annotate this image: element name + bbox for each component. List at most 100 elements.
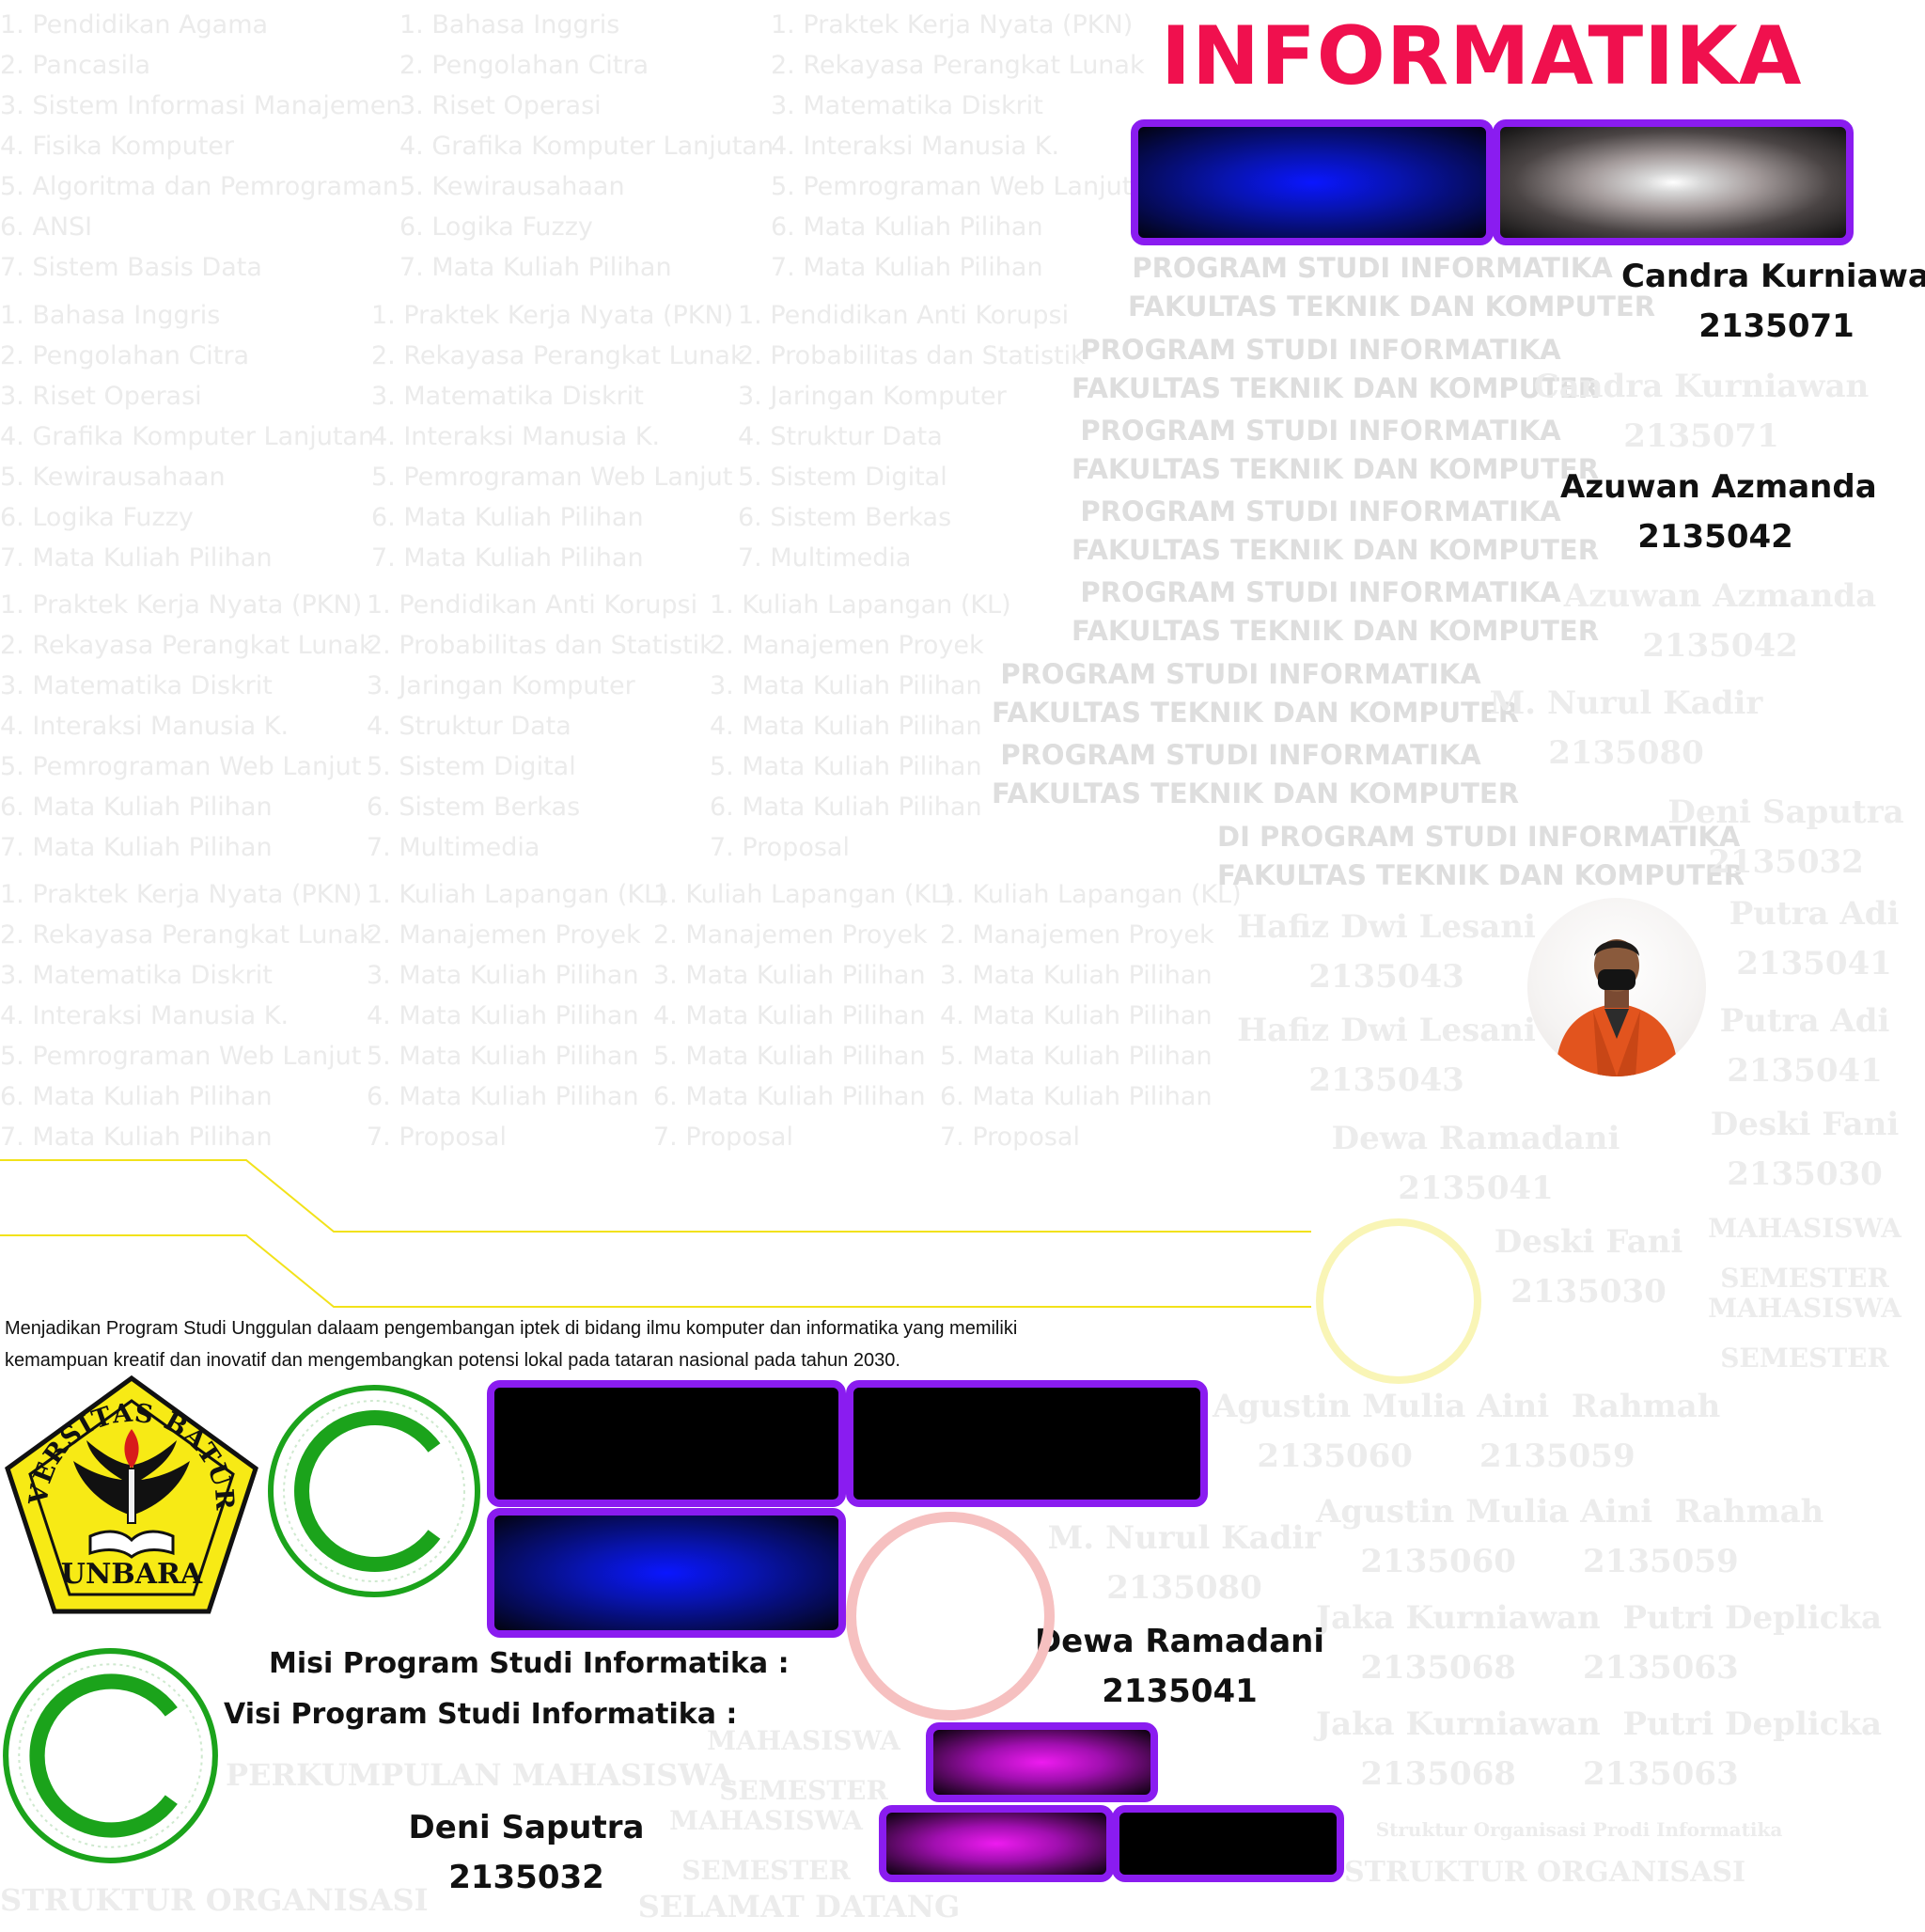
ghost-list-item: 5. Mata Kuliah Pilihan <box>710 752 982 781</box>
ghost-pair-1: Agustin Mulia Aini Rahmah 2135060 213505… <box>1213 1388 1721 1475</box>
ghost-list-item: 1. Praktek Kerja Nyata (PKN) <box>771 10 1134 39</box>
ghost-pair-3: Jaka Kurniawan Putri Deplicka 2135068 21… <box>1316 1599 1883 1687</box>
prodi-line-1: PROGRAM STUDI INFORMATIKA <box>1000 658 1481 690</box>
prodi-line-1: PROGRAM STUDI INFORMATIKA <box>1080 495 1561 527</box>
ghost-bottom-3: PERKUMPULAN MAHASISWA <box>226 1757 733 1793</box>
ghost-list-item: 5. Pemrograman Web Lanjut <box>0 752 362 781</box>
ghost-list-item: 6. Mata Kuliah Pilihan <box>940 1082 1213 1111</box>
prodi-line-1: PROGRAM STUDI INFORMATIKA <box>1000 739 1481 771</box>
member-nim: 2135032 <box>448 1859 604 1896</box>
ghost-list-item: 4. Interaksi Manusia K. <box>771 132 1060 161</box>
ghost-list-col3-c: 1. Kuliah Lapangan (KL)2. Manajemen Proy… <box>710 585 1011 868</box>
prodi-line-2: FAKULTAS TEKNIK DAN KOMPUTER <box>1072 453 1600 485</box>
prodi-line-1: PROGRAM STUDI INFORMATIKA <box>1132 252 1613 284</box>
ghost-list-item: 3. Sistem Informasi Manajemen <box>0 91 402 120</box>
ghost-list-item: 6. Logika Fuzzy <box>399 212 593 242</box>
ghost-list-item: 3. Mata Kuliah Pilihan <box>940 961 1213 990</box>
magenta-panel-1 <box>926 1722 1158 1802</box>
prodi-block-di: DI PROGRAM STUDI INFORMATIKA FAKULTAS TE… <box>1217 818 1745 895</box>
ghost-list-item: 5. Mata Kuliah Pilihan <box>367 1042 639 1071</box>
ghost-list-item: 4. Grafika Komputer Lanjutan <box>399 132 775 161</box>
university-logo: UNIVERSITAS BATURAJA UNBARA <box>0 1374 258 1614</box>
ghost-list-item: 6. Mata Kuliah Pilihan <box>710 793 982 822</box>
page-title: INFORMATIKA <box>1161 9 1803 103</box>
ghost-list-item: 4. Mata Kuliah Pilihan <box>653 1001 926 1030</box>
ghost-list-item: 2. Rekayasa Perangkat Lunak <box>0 631 374 660</box>
prodi-line-2: FAKULTAS TEKNIK DAN KOMPUTER <box>1072 372 1600 404</box>
member-name: Dewa Ramadani <box>1034 1623 1325 1660</box>
ghost-list-item: 6. Sistem Berkas <box>367 793 581 822</box>
member-nim: 2135071 <box>1698 307 1855 345</box>
ghost-pair-4: Jaka Kurniawan Putri Deplicka 2135068 21… <box>1316 1705 1883 1793</box>
ghost-list-item: 7. Mata Kuliah Pilihan <box>771 253 1043 282</box>
prodi-line-1: PROGRAM STUDI INFORMATIKA <box>1080 334 1561 366</box>
ghost-list-item: 4. Struktur Data <box>738 422 943 451</box>
ghost-list-item: 2. Pengolahan Citra <box>399 51 649 80</box>
ghost-list-item: 1. Pendidikan Agama <box>0 10 269 39</box>
ghost-list-item: 1. Bahasa Inggris <box>399 10 620 39</box>
vision-line-1: Menjadikan Program Studi Unggulan dalaam… <box>5 1318 1018 1339</box>
ghost-list-item: 2. Manajemen Proyek <box>653 920 928 950</box>
ghost-list-item: 5. Pemrograman Web Lanjut <box>771 172 1133 201</box>
ghost-list-item: 3. Matematika Diskrit <box>0 961 273 990</box>
ghost-list-col3-a: 1. Praktek Kerja Nyata (PKN) 2. Rekayasa … <box>771 5 1145 288</box>
ghost-list-item: 3. Mata Kuliah Pilihan <box>710 671 982 700</box>
member-dewa: Dewa Ramadani 2135041 <box>1025 1617 1335 1717</box>
black-panel-2 <box>846 1380 1208 1507</box>
ghost-list-item: 6. Mata Kuliah Pilihan <box>771 212 1043 242</box>
ghost-list-item: 5. Kewirausahaan <box>399 172 625 201</box>
prodi-block-3: PROGRAM STUDI INFORMATIKA FAKULTAS TEKNI… <box>1072 412 1600 489</box>
ghost-list-item: 5. Mata Kuliah Pilihan <box>653 1042 926 1071</box>
ghost-list-item: 2. Rekayasa Perangkat Lunak <box>0 920 374 950</box>
ghost-list-item: 1. Kuliah Lapangan (KL) <box>940 880 1242 909</box>
prodi-line-2: FAKULTAS TEKNIK DAN KOMPUTER <box>1072 615 1600 647</box>
ghost-list-item: 2. Rekayasa Perangkat Lunak <box>771 51 1145 80</box>
ghost-list-item: 3. Jaringan Komputer <box>367 671 635 700</box>
ghost-list-item: 1. Pendidikan Anti Korupsi <box>367 590 698 620</box>
ghost-list-item: 1. Bahasa Inggris <box>0 301 221 330</box>
ghost-list-item: 3. Mata Kuliah Pilihan <box>653 961 926 990</box>
ghost-list-item: 2. Manajemen Proyek <box>367 920 641 950</box>
prodi-line-2: FAKULTAS TEKNIK DAN KOMPUTER <box>992 697 1520 729</box>
ghost-list-item: 2. Rekayasa Perangkat Lunak <box>371 341 745 370</box>
ghost-list-item: 4. Mata Kuliah Pilihan <box>940 1001 1213 1030</box>
ghost-list-item: 6. Sistem Berkas <box>738 503 952 532</box>
ghost-list-item: 7. Mata Kuliah Pilihan <box>399 253 672 282</box>
prodi-block-5: PROGRAM STUDI INFORMATIKA FAKULTAS TEKNI… <box>1072 573 1600 651</box>
ghost-bottom-5: SELAMAT DATANG <box>637 1889 961 1924</box>
ghost-list-col3-d: 1. Kuliah Lapangan (KL)2. Manajemen Proy… <box>653 874 955 1157</box>
logo-abbr: UNBARA <box>61 1558 203 1591</box>
torch-icon <box>124 1429 139 1524</box>
member-azuwan: Azuwan Azmanda 2135042 <box>1560 463 1877 562</box>
ghost-list-item: 7. Proposal <box>653 1123 793 1152</box>
member-name: Deni Saputra <box>408 1809 645 1846</box>
ghost-list-item: 1. Kuliah Lapangan (KL) <box>367 880 668 909</box>
blue-gradient-panel <box>1131 119 1494 245</box>
ghost-list-item: 1. Praktek Kerja Nyata (PKN) <box>371 301 734 330</box>
member-name: Candra Kurniawan <box>1621 258 1925 295</box>
ghost-list-item: 2. Pancasila <box>0 51 151 80</box>
vision-text: Menjadikan Program Studi Unggulan dalaam… <box>5 1312 1161 1376</box>
ghost-list-item: 7. Mata Kuliah Pilihan <box>371 543 644 573</box>
loading-ring-icon <box>3 1648 218 1863</box>
vision-line-2: kemampuan kreatif dan inovatif dan menge… <box>5 1350 900 1371</box>
ghost-list-item: 2. Manajemen Proyek <box>710 631 984 660</box>
ghost-list-item: 4. Interaksi Manusia K. <box>0 712 290 741</box>
black-panel-1 <box>487 1380 846 1507</box>
profile-photo <box>1527 898 1706 1076</box>
prodi-line-1: PROGRAM STUDI INFORMATIKA <box>1080 576 1561 608</box>
